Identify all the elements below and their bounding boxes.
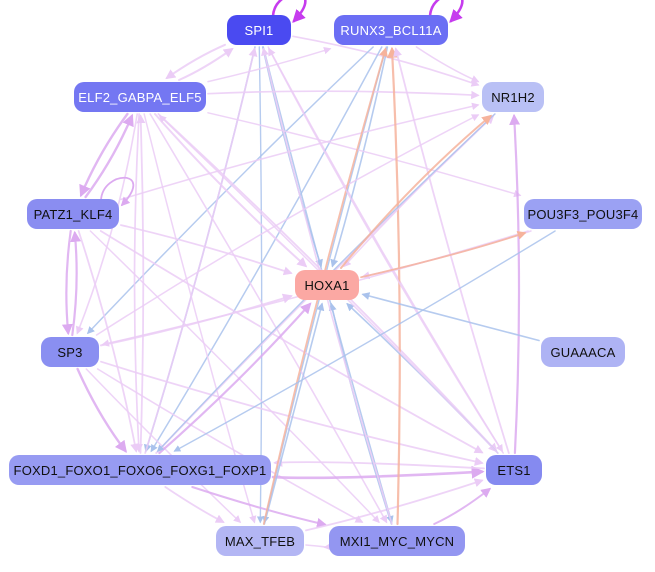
edge-spi1-to-max-tfeb bbox=[256, 46, 264, 524]
node-spi1[interactable]: SPI1 bbox=[227, 15, 291, 45]
edge-sp3-to-patz1 bbox=[70, 230, 82, 337]
node-label: GUAAACA bbox=[550, 344, 616, 360]
edge-elf2-to-spi1 bbox=[178, 47, 234, 81]
node-patz1[interactable]: PATZ1_KLF4 bbox=[27, 199, 119, 229]
self-loop-spi1 bbox=[271, 0, 307, 23]
edge-mxi1-to-runx3 bbox=[386, 46, 401, 526]
edge-sp3-to-nr1h2 bbox=[95, 114, 480, 336]
edge-sp3-to-mxi1 bbox=[96, 368, 364, 523]
node-label: RUNX3_BCL11A bbox=[340, 22, 442, 38]
edge-runx3-to-foxd1 bbox=[150, 46, 383, 453]
edge-runx3-to-hoxa1 bbox=[330, 46, 389, 268]
edge-patz1-to-elf2 bbox=[84, 113, 134, 199]
node-label: MXI1_MYC_MYCN bbox=[339, 533, 455, 549]
edge-pou3f3-to-foxd1 bbox=[173, 230, 556, 452]
edge-runx3-to-nr1h2 bbox=[415, 46, 480, 83]
edge-elf2-to-pou3f3 bbox=[207, 112, 522, 198]
edge-foxd1-to-hoxa1 bbox=[158, 302, 312, 455]
edge-patz1-to-mxi1 bbox=[89, 230, 380, 524]
edge-guaaaca-to-hoxa1 bbox=[361, 292, 540, 342]
edge-max-tfeb-to-hoxa1 bbox=[263, 302, 325, 525]
edge-foxd1-to-ets1 bbox=[271, 465, 485, 480]
edge-hoxa1-to-nr1h2 bbox=[340, 114, 493, 269]
node-label: HOXA1 bbox=[304, 277, 350, 293]
node-hoxa1[interactable]: HOXA1 bbox=[295, 270, 359, 300]
edge-patz1-to-sp3 bbox=[61, 229, 73, 336]
edge-patz1-to-hoxa1 bbox=[120, 224, 293, 276]
node-label: MAX_TFEB bbox=[224, 533, 296, 549]
edge-elf2-to-foxd1 bbox=[133, 113, 143, 453]
edge-sp3-to-ets1 bbox=[100, 360, 484, 466]
edge-patz1-to-nr1h2 bbox=[120, 102, 480, 201]
edge-elf2-to-nr1h2 bbox=[207, 90, 480, 100]
edge-foxd1-to-elf2 bbox=[136, 114, 146, 454]
edge-foxd1-to-mxi1 bbox=[191, 486, 327, 528]
self-loop-runx3 bbox=[428, 0, 464, 23]
node-runx3[interactable]: RUNX3_BCL11A bbox=[334, 15, 448, 45]
node-ets1[interactable]: ETS1 bbox=[486, 455, 542, 485]
node-foxd1[interactable]: FOXD1_FOXO1_FOXO6_FOXG1_FOXP1 bbox=[9, 455, 271, 485]
edge-ets1-to-spi1 bbox=[268, 47, 504, 454]
edge-foxd1-to-max-tfeb bbox=[164, 486, 225, 523]
edge-max-tfeb-to-ets1 bbox=[305, 478, 484, 532]
edge-runx3-to-sp3 bbox=[86, 46, 374, 335]
node-label: SPI1 bbox=[244, 22, 274, 38]
edge-ets1-to-nr1h2 bbox=[509, 113, 521, 455]
edge-sp3-to-foxd1 bbox=[76, 367, 127, 453]
node-sp3[interactable]: SP3 bbox=[41, 337, 99, 367]
node-label: PATZ1_KLF4 bbox=[33, 206, 113, 222]
node-nr1h2[interactable]: NR1H2 bbox=[482, 82, 544, 112]
node-label: ETS1 bbox=[497, 462, 531, 478]
node-label: ELF2_GABPA_ELF5 bbox=[78, 89, 202, 105]
node-label: NR1H2 bbox=[491, 89, 535, 105]
node-guaaaca[interactable]: GUAAACA bbox=[541, 337, 625, 367]
edge-hoxa1-to-pou3f3 bbox=[360, 230, 527, 279]
edge-ets1-to-foxd1 bbox=[273, 457, 485, 470]
node-label: SP3 bbox=[57, 344, 83, 360]
edge-elf2-to-mxi1 bbox=[149, 113, 388, 524]
edge-max-tfeb-to-mxi1 bbox=[305, 542, 332, 551]
node-mxi1[interactable]: MXI1_MYC_MYCN bbox=[329, 526, 465, 556]
node-max-tfeb[interactable]: MAX_TFEB bbox=[216, 526, 304, 556]
edge-patz1-to-foxd1 bbox=[77, 230, 140, 453]
self-loop-patz1 bbox=[100, 176, 135, 207]
node-label: FOXD1_FOXO1_FOXO6_FOXG1_FOXP1 bbox=[13, 462, 267, 478]
node-pou3f3[interactable]: POU3F3_POU3F4 bbox=[524, 199, 642, 229]
edge-elf2-to-hoxa1 bbox=[154, 113, 308, 268]
node-label: POU3F3_POU3F4 bbox=[527, 206, 639, 222]
edge-mxi1-to-ets1 bbox=[433, 487, 492, 525]
node-elf2[interactable]: ELF2_GABPA_ELF5 bbox=[74, 82, 206, 112]
edge-ets1-to-runx3 bbox=[393, 47, 510, 454]
edge-patz1-to-ets1 bbox=[99, 230, 484, 454]
edge-spi1-to-elf2 bbox=[165, 43, 226, 80]
edge-elf2-to-patz1 bbox=[79, 112, 129, 198]
edge-foxd1-to-spi1 bbox=[144, 47, 258, 454]
